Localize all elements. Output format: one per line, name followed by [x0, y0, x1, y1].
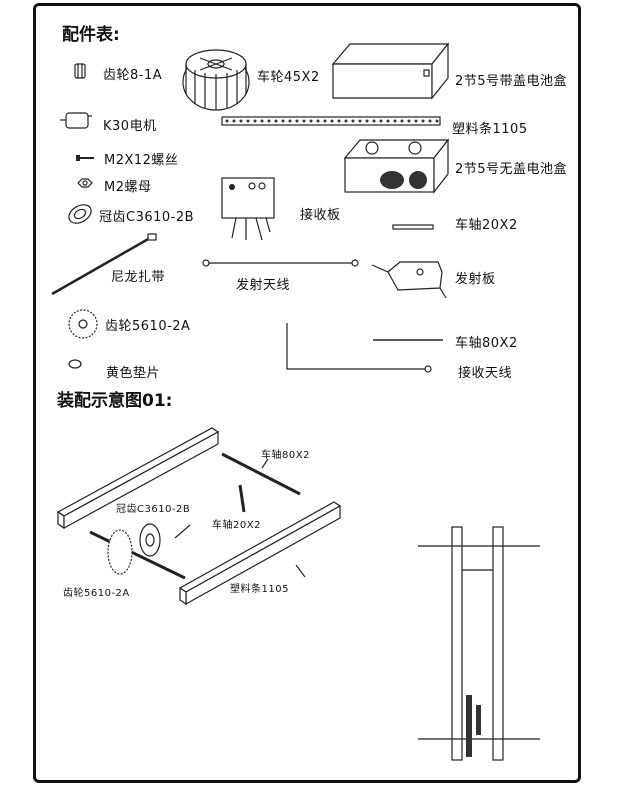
label-receiver-board: 接收板	[300, 208, 341, 223]
label-gear-8-1a: 齿轮8-1A	[103, 68, 163, 83]
label-nut: M2螺母	[104, 180, 152, 195]
label-washer: 黄色垫片	[106, 366, 161, 381]
label-battery-box-nocover: 2节5号无盖电池盒	[455, 162, 568, 177]
label-axle-80x2: 车轴80X2	[455, 336, 518, 351]
label-transmit-antenna: 发射天线	[236, 278, 291, 293]
asm-label-axle-80x2: 车轴80X2	[261, 450, 310, 461]
asm-label-gear-5610: 齿轮5610-2A	[63, 588, 130, 599]
axle-20x2-icon	[392, 224, 434, 230]
label-nylon-tie: 尼龙扎带	[111, 270, 166, 285]
asm-label-crown-gear: 冠齿C3610-2B	[116, 504, 191, 515]
label-gear-5610: 齿轮5610-2A	[105, 319, 191, 334]
assembly-title: 装配示意图01:	[57, 391, 173, 411]
page-border	[33, 3, 581, 783]
side-view-drawing	[418, 526, 540, 761]
label-receive-antenna: 接收天线	[458, 366, 513, 381]
gear-8-1a-icon	[74, 63, 86, 79]
nylon-tie-icon	[51, 233, 157, 296]
wheel-icon	[182, 49, 250, 111]
k30-motor-icon	[60, 112, 92, 129]
transmitter-board-icon	[371, 261, 447, 299]
label-wheel: 车轮45X2	[257, 70, 320, 85]
nut-icon	[77, 178, 93, 188]
washer-icon	[68, 359, 82, 369]
label-axle-20x2: 车轴20X2	[455, 218, 518, 233]
battery-box-cover-icon	[331, 42, 450, 100]
label-crown-gear: 冠齿C3610-2B	[99, 210, 195, 225]
label-battery-box-cover: 2节5号带盖电池盒	[455, 74, 568, 89]
transmit-antenna-icon	[202, 259, 359, 267]
label-screw: M2X12螺丝	[104, 153, 179, 168]
parts-title: 配件表:	[62, 25, 120, 45]
gear-5610-icon	[68, 309, 98, 339]
battery-box-nocover-icon	[343, 138, 450, 194]
receive-antenna-icon	[286, 323, 432, 373]
plastic-strip-icon	[221, 116, 441, 126]
assembly-drawing	[56, 427, 342, 606]
label-plastic-strip: 塑料条1105	[452, 122, 528, 137]
label-motor: K30电机	[103, 119, 157, 134]
screw-icon	[76, 155, 94, 161]
crown-gear-icon	[68, 204, 92, 224]
asm-label-plastic-strip: 塑料条1105	[230, 584, 289, 595]
receiver-board-icon	[221, 177, 275, 241]
label-transmitter-board: 发射板	[455, 272, 496, 287]
asm-label-axle-20x2: 车轴20X2	[212, 520, 261, 531]
